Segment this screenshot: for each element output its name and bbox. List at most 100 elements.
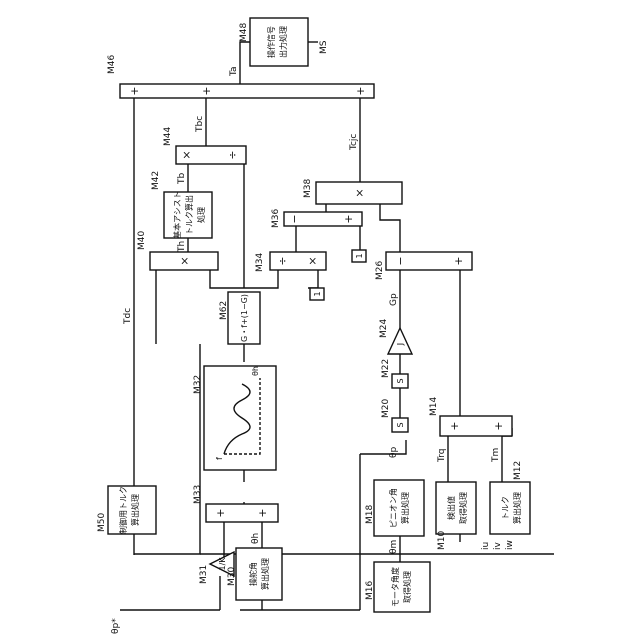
block-m18: ピニオン角 算出処理	[374, 480, 424, 536]
signal-theta-h: θh	[251, 533, 261, 544]
m48-text-1: 操作信号	[266, 26, 276, 58]
block-m34: ÷ ×	[270, 252, 326, 270]
signal-lines	[120, 42, 554, 610]
m16-text-1: モータ角度	[390, 567, 400, 607]
m32-f-label: f	[215, 457, 224, 460]
ref-m20: M20	[381, 399, 391, 418]
ref-m34: M34	[255, 253, 265, 272]
block-m40: ×	[150, 252, 218, 270]
m50-text-2: 算出処理	[130, 494, 140, 526]
block-m22: S	[392, 374, 408, 388]
block-m44: × ÷	[176, 146, 246, 164]
m44-right-sign: ÷	[226, 150, 239, 159]
ref-m42: M42	[151, 171, 161, 190]
signal-theta-m: θm	[389, 540, 399, 554]
block-m12: トルク 算出処理	[490, 482, 530, 534]
block-m36: − +	[284, 212, 362, 226]
m40-symbol: ×	[178, 256, 191, 265]
block-m33: + +	[206, 504, 278, 522]
block-m20: S	[392, 418, 408, 432]
ref-m50: M50	[97, 513, 107, 532]
m36-right-sign: +	[342, 214, 355, 223]
block-m32: f θh	[204, 366, 276, 470]
ref-m44: M44	[163, 127, 173, 146]
signal-ta: Ta	[229, 66, 239, 77]
block-m24: J	[388, 328, 412, 354]
m62-formula: G・f+(1−G)	[240, 294, 249, 342]
ref-m62: M62	[219, 301, 229, 320]
signal-tb: Tb	[177, 173, 187, 185]
m36-left-sign: −	[288, 214, 301, 223]
signal-trq: Trq	[437, 449, 447, 463]
m26-right-sign: +	[452, 256, 465, 265]
m36-const-value: 1	[355, 253, 364, 258]
m46-plus-1: +	[128, 86, 141, 95]
block-m30: 操舵角 算出処理	[236, 548, 282, 600]
ref-m12: M12	[513, 461, 523, 480]
ref-m10: M10	[437, 531, 447, 550]
signal-th: Th	[177, 241, 187, 253]
signal-iw: iw	[505, 540, 515, 550]
signal-iu: iu	[481, 542, 491, 550]
m30-text-1: 操舵角	[248, 562, 258, 586]
block-m48: 操作信号 出力処理	[250, 18, 308, 66]
ref-m30: M30	[227, 567, 237, 586]
ref-m14: M14	[429, 397, 439, 416]
m14-left-sign: +	[448, 421, 461, 430]
m31-symbol: 1/K	[218, 557, 227, 571]
ref-m33: M33	[193, 485, 203, 504]
signal-gp: Gp	[389, 293, 399, 306]
m18-text-1: ピニオン角	[388, 488, 398, 528]
m12-text-2: 算出処理	[512, 492, 522, 524]
signal-tcjc: Tcjc	[349, 134, 359, 151]
m48-text-2: 出力処理	[278, 26, 288, 58]
signal-iv: iv	[493, 541, 503, 550]
block-m34-const: 1	[310, 288, 324, 300]
m14-right-sign: +	[492, 421, 505, 430]
m44-left-sign: ×	[180, 150, 193, 159]
m24-symbol: J	[396, 343, 405, 346]
m46-plus-2: +	[200, 86, 213, 95]
m12-text-1: トルク	[501, 496, 510, 520]
signal-theta-p: θp	[389, 446, 399, 458]
block-m38: ×	[316, 182, 402, 204]
m33-right-sign: +	[256, 508, 269, 517]
m10-text-2: 取得処理	[458, 492, 468, 524]
ref-m36: M36	[271, 209, 281, 228]
ref-m26: M26	[375, 261, 385, 280]
ref-m40: M40	[137, 231, 147, 250]
block-m14: + +	[440, 416, 512, 436]
block-m16: モータ角度 取得処理	[374, 562, 430, 612]
ref-m18: M18	[365, 505, 375, 524]
block-m62: G・f+(1−G)	[228, 292, 260, 344]
ref-m22: M22	[381, 359, 391, 378]
m10-text-1: 検出値	[446, 496, 456, 520]
m34-right-sign: ×	[306, 256, 319, 265]
m42-text-3: 処理	[196, 207, 206, 223]
m50-text-1: 制御用トルク	[118, 486, 128, 534]
ref-m16: M16	[365, 581, 375, 600]
m22-symbol: S	[396, 378, 405, 383]
m38-symbol: ×	[353, 188, 366, 197]
m42-text-2: トルク算出	[184, 195, 194, 235]
block-m50: 制御用トルク 算出処理	[108, 486, 156, 534]
m33-left-sign: +	[214, 508, 227, 517]
ref-m24: M24	[379, 319, 389, 338]
m30-text-2: 算出処理	[260, 558, 270, 590]
signal-tm: Tm	[491, 448, 501, 463]
m34-const-value: 1	[313, 291, 322, 296]
m32-axis-label: θh	[251, 366, 260, 376]
m18-text-2: 算出処理	[400, 492, 410, 524]
ref-m38: M38	[303, 179, 313, 198]
ref-m31: M31	[199, 565, 209, 584]
block-m42: 基本アシスト トルク算出 処理	[164, 191, 212, 239]
ref-m32: M32	[193, 375, 203, 394]
m42-text-1: 基本アシスト	[172, 191, 182, 239]
signal-ms: MS	[319, 40, 329, 54]
block-m36-const: 1	[352, 250, 366, 262]
m34-left-sign: ÷	[276, 256, 289, 265]
m20-symbol: S	[396, 422, 405, 427]
signal-tbc: Tbc	[195, 116, 205, 133]
m46-plus-3: +	[354, 86, 367, 95]
